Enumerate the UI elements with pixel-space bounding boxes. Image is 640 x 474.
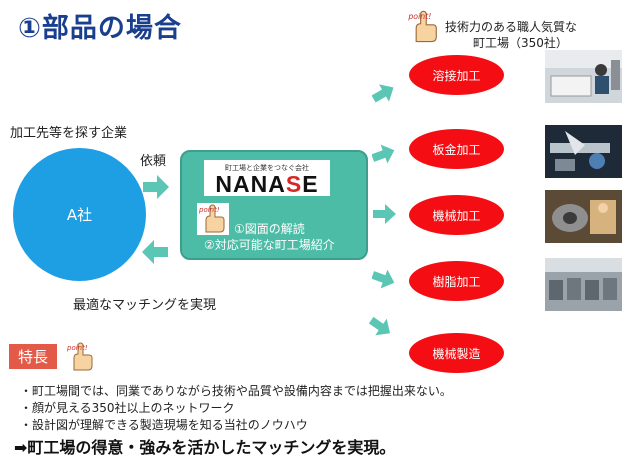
feature-item: ・顔が見える350社以上のネットワーク: [20, 401, 235, 415]
arrow-to-resin-icon: [372, 269, 395, 289]
nanase-tagline: 町工場と企業をつなぐ会社: [225, 164, 309, 172]
arrow-to-sheetmetal-icon: [372, 144, 395, 164]
nanase-name: NANASE: [204, 171, 330, 198]
arrow-to-machining-icon: [373, 204, 396, 224]
company-a-circle: A社: [13, 148, 146, 281]
point-badge-label: point!: [198, 206, 220, 214]
nanase-name-accent: S: [285, 171, 303, 197]
point-hand-icon: point!: [64, 340, 98, 374]
point-hand-icon: point!: [404, 8, 444, 46]
request-arrow-icon: [143, 175, 169, 199]
process-machining: 機械加工: [409, 195, 504, 235]
feature-item: ・町工場間では、同業でありながら技術や品質や設備内容までは把握出来ない。: [20, 384, 452, 398]
features-label: 特長: [9, 344, 57, 369]
arrow-to-manufacturing-icon: [369, 316, 391, 336]
machining-photo: [545, 190, 622, 243]
request-label: 依頼: [140, 154, 167, 169]
point-badge-label: point!: [407, 12, 431, 21]
process-welding: 溶接加工: [409, 55, 504, 95]
nanase-name-main: NANA: [215, 171, 286, 197]
welding-workshop-photo: [545, 50, 622, 103]
seeker-caption: 加工先等を探す企業: [10, 126, 128, 141]
role-factory-introduction: ②対応可能な町工場紹介: [204, 238, 335, 252]
resin-factory-photo: [545, 258, 622, 311]
factory-heading-line1: 技術力のある職人気質な: [445, 20, 578, 34]
process-sheet-metal: 板金加工: [409, 129, 504, 169]
nanase-company-box: 町工場と企業をつなぐ会社 NANASE ①図面の解読 ②対応可能な町工場紹介: [180, 150, 368, 260]
arrow-to-welding-icon: [372, 84, 394, 103]
page-title: ①部品の場合: [18, 13, 182, 44]
point-badge-label: point!: [66, 344, 88, 352]
role-drawing-interpretation: ①図面の解読: [234, 222, 305, 236]
result-arrow-icon: [142, 240, 168, 264]
matching-result-label: 最適なマッチングを実現: [73, 298, 217, 313]
factory-heading-line2: 町工場（350社）: [473, 36, 568, 50]
conclusion-statement: ➡町工場の得意・強みを活かしたマッチングを実現。: [14, 438, 396, 457]
process-machine-manufacturing: 機械製造: [409, 333, 504, 373]
nanase-logo: 町工場と企業をつなぐ会社 NANASE: [204, 160, 330, 198]
process-resin: 樹脂加工: [409, 261, 504, 301]
nanase-name-end: E: [302, 171, 319, 197]
feature-item: ・設計図が理解できる製造現場を知る当社のノウハウ: [20, 418, 308, 432]
company-a-label: A社: [66, 206, 93, 224]
sheet-metal-photo: [545, 125, 622, 178]
point-hand-icon: point!: [196, 202, 230, 236]
